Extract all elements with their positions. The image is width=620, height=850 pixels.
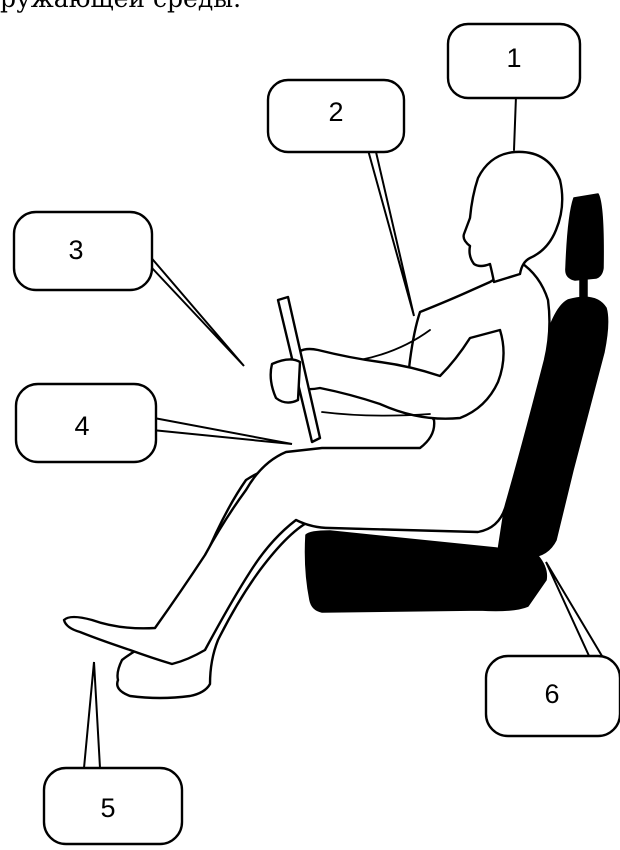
callout-6-label: 6 [544,679,559,709]
leader-4 [152,418,292,444]
callout-6: 6 [486,656,620,736]
driver-hand-left [271,359,300,402]
callout-2: 2 [268,80,404,152]
leader-1 [514,96,516,150]
callout-1: 1 [448,24,580,98]
callout-4-label: 4 [74,411,89,441]
leader-2 [368,150,414,316]
seat-headrest [566,194,603,280]
driver-near-arm [286,330,504,419]
callout-3-label: 3 [68,235,83,265]
callout-5-label: 5 [100,793,115,823]
callout-4: 4 [16,384,156,462]
leader-3 [148,254,244,366]
callout-3: 3 [14,212,152,290]
callout-1-label: 1 [506,43,521,73]
leader-6 [546,562,602,658]
leader-5 [84,662,100,768]
callout-2-label: 2 [328,97,343,127]
driver-head [464,152,563,282]
callout-5: 5 [44,768,182,844]
